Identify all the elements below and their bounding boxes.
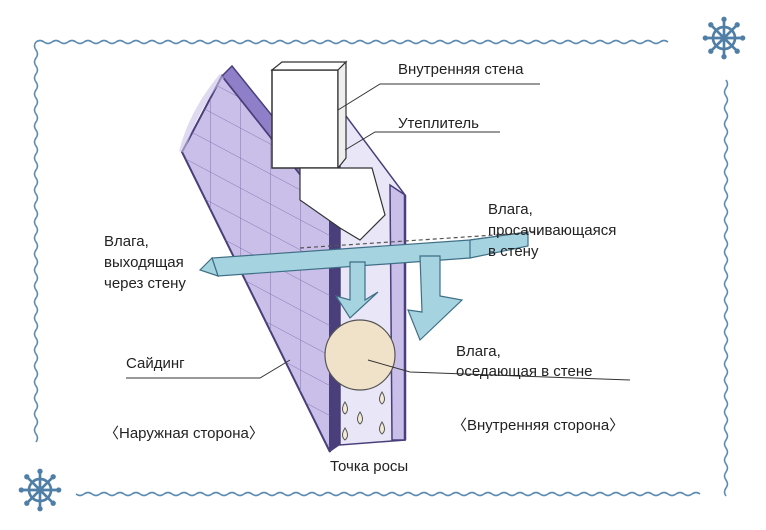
decorative-frame [33,39,729,497]
label-inner-side: 〈Внутренняя сторона〉 [452,417,624,434]
label-moisture-in-2: просачивающаяся [488,222,616,239]
water-droplets [342,391,385,441]
label-moisture-in-3: в стену [488,243,539,260]
label-dew-point: Точка росы [330,458,408,475]
label-inner-wall: Внутренняя стена [398,61,524,78]
label-moisture-out-3: через стену [104,275,186,292]
frame-top [35,39,669,45]
water-drop [379,421,385,435]
ship-wheel-icon [18,468,62,512]
water-drop [342,427,348,441]
label-moisture-out-1: Влага, [104,233,149,250]
moisture-arrow [198,231,541,342]
label-outer-side: 〈Наружная сторона〉 [104,425,264,442]
water-drop [342,401,348,415]
frame-right [723,79,729,497]
label-moisture-settling-2: оседающая в стене [456,363,592,380]
insulation-block [270,60,386,241]
label-moisture-in-1: Влага, [488,201,533,218]
ship-wheel-icon [702,16,746,60]
frame-left [33,41,39,443]
condensation-sphere [324,319,396,391]
label-moisture-settling-1: Влага, [456,343,501,360]
leader-lines [126,83,631,381]
frame-bottom [75,491,701,497]
label-siding: Сайдинг [126,355,185,372]
water-drop [379,391,385,405]
label-moisture-out-2: выходящая [104,254,184,271]
water-drop [357,411,363,425]
label-insulation: Утеплитель [398,115,479,132]
